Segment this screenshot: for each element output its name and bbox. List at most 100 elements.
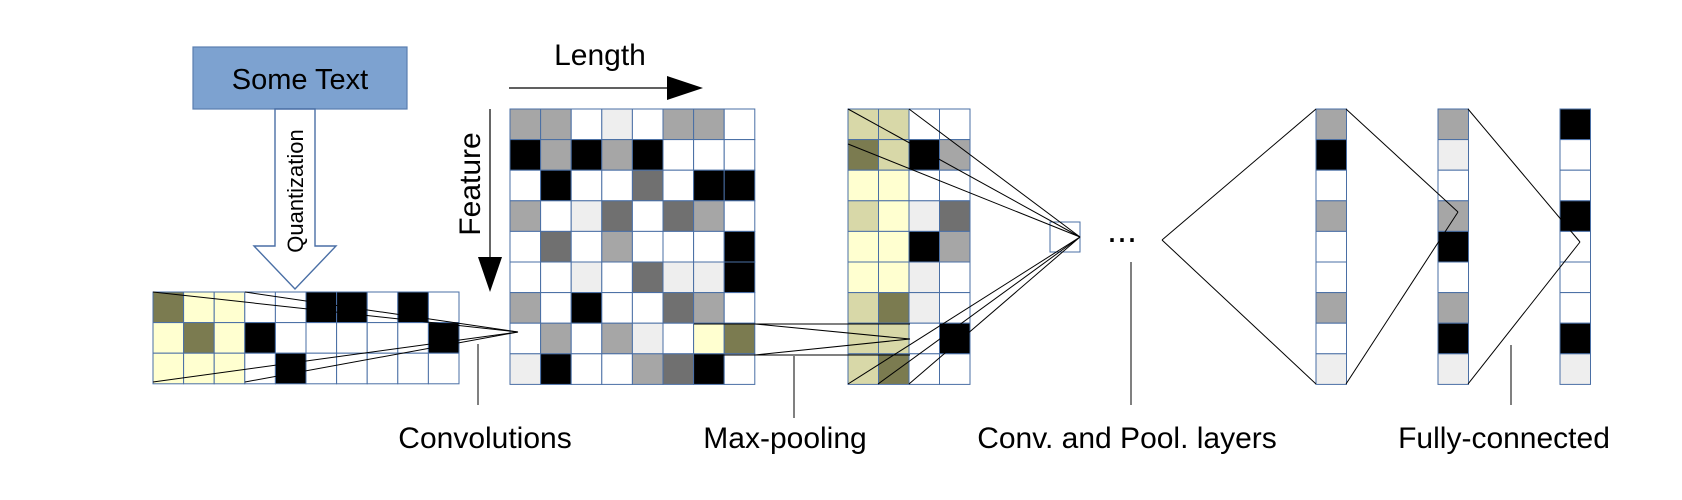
vector-cell [1315, 169, 1347, 202]
vector-cell [1315, 108, 1347, 141]
fc1-cell [1437, 108, 1469, 141]
fc2-cell [1559, 292, 1591, 324]
stage-label-conv-pool-layers: Conv. and Pool. layers [977, 422, 1277, 455]
conv-map-cell [693, 353, 725, 385]
conv-map-cell [540, 139, 572, 171]
input-matrix-cell [274, 352, 307, 385]
pool-map-cell [939, 169, 971, 202]
fully-connected-vector-2 [1559, 108, 1591, 385]
fc1-cell [1437, 200, 1469, 232]
conv-map-cell [570, 108, 603, 141]
conv-map-cell [693, 108, 725, 141]
input-matrix-cell [397, 291, 429, 324]
conv-map-cell [601, 200, 633, 232]
pool-map-cell [908, 139, 940, 171]
conv-map-cell [723, 322, 756, 355]
vector-cell [1315, 292, 1347, 324]
input-matrix-cell [183, 322, 215, 354]
conv-map-cell [509, 230, 542, 263]
conv-map-cell [509, 261, 542, 294]
conv-map-cell [509, 353, 542, 385]
connection-lines [152, 108, 1581, 385]
conv-map-cell [662, 200, 695, 232]
conv-map-cell [540, 261, 572, 294]
fc2-cell [1559, 261, 1591, 294]
conv-map-cell [509, 139, 542, 171]
quantization-label: Quantization [283, 129, 308, 253]
pool-map-cell [908, 261, 940, 294]
input-matrix [152, 291, 460, 385]
conv-map-cell [509, 108, 542, 141]
conv-map-cell [662, 169, 695, 202]
pool-map-cell [878, 108, 910, 141]
conv-pool-output-vector [1315, 108, 1347, 385]
vector-cell [1315, 353, 1347, 385]
fc1-cell [1437, 353, 1469, 385]
conv-map-cell [631, 353, 664, 385]
input-matrix-cell [152, 322, 185, 354]
ellipsis: ... [1107, 209, 1137, 250]
conv-map-cell [662, 230, 695, 263]
pool-map-cell [908, 322, 940, 355]
conv-map-cell [693, 292, 725, 324]
vector-cell [1315, 261, 1347, 294]
pool-map-cell [939, 261, 971, 294]
fc1-cell [1437, 169, 1469, 202]
pool-map-cell [939, 353, 971, 385]
input-matrix-cell [305, 291, 338, 324]
stage-label-max-pooling: Max-pooling [703, 422, 866, 455]
pool-map-cell [908, 292, 940, 324]
feature-arrow-head [478, 257, 502, 292]
pool-map-cell [847, 322, 879, 355]
fc2-cell [1559, 169, 1591, 202]
conv-map-cell [570, 169, 603, 202]
input-matrix-cell [336, 322, 368, 354]
stage-label-fully-connected: Fully-connected [1398, 422, 1610, 455]
pool-map-cell [878, 139, 910, 171]
conv-map-cell [601, 169, 633, 202]
conv-map-cell [509, 322, 542, 355]
conv-map-cell [723, 353, 756, 385]
fc1-cell [1437, 322, 1469, 355]
pool-map-cell [908, 200, 940, 232]
stage-label-convolutions: Convolutions [398, 422, 571, 455]
pool-map-cell [878, 353, 910, 385]
conv-map-cell [601, 322, 633, 355]
conv-map-cell [631, 169, 664, 202]
fc2-cell [1559, 353, 1591, 385]
conv-map-cell [631, 322, 664, 355]
input-matrix-cell [244, 322, 276, 354]
input-matrix-cell [427, 291, 460, 324]
conv-map-cell [601, 139, 633, 171]
vector-cell [1315, 200, 1347, 232]
conv-map-cell [723, 139, 756, 171]
conv-map-cell [662, 292, 695, 324]
conv-map-cell [723, 292, 756, 324]
feature-label: Feature [454, 132, 487, 235]
conv-map-cell [662, 108, 695, 141]
conv-map-cell [540, 353, 572, 385]
input-matrix-cell [397, 322, 429, 354]
conv-map-cell [570, 353, 603, 385]
conv-map-cell [570, 292, 603, 324]
pool-map-cell [847, 200, 879, 232]
conv-map-cell [631, 230, 664, 263]
input-matrix-cell [244, 352, 276, 385]
quantization-arrow [252, 108, 338, 291]
conv-map-cell [509, 200, 542, 232]
input-matrix-cell [213, 352, 246, 385]
conv-map-cell [662, 353, 695, 385]
conv-map-cell [693, 139, 725, 171]
input-matrix-cell [213, 322, 246, 354]
vector-cell [1315, 322, 1347, 355]
input-matrix-cell [336, 352, 368, 385]
length-label: Length [554, 39, 646, 72]
pool-map-cell [939, 200, 971, 232]
input-matrix-cell [305, 322, 338, 354]
pool-map-cell [878, 261, 910, 294]
pool-map-cell [847, 261, 879, 294]
conv-map-cell [570, 200, 603, 232]
pool-map-cell [939, 139, 971, 171]
label-pointer-lines [477, 262, 1512, 418]
fc1-cell [1437, 139, 1469, 171]
